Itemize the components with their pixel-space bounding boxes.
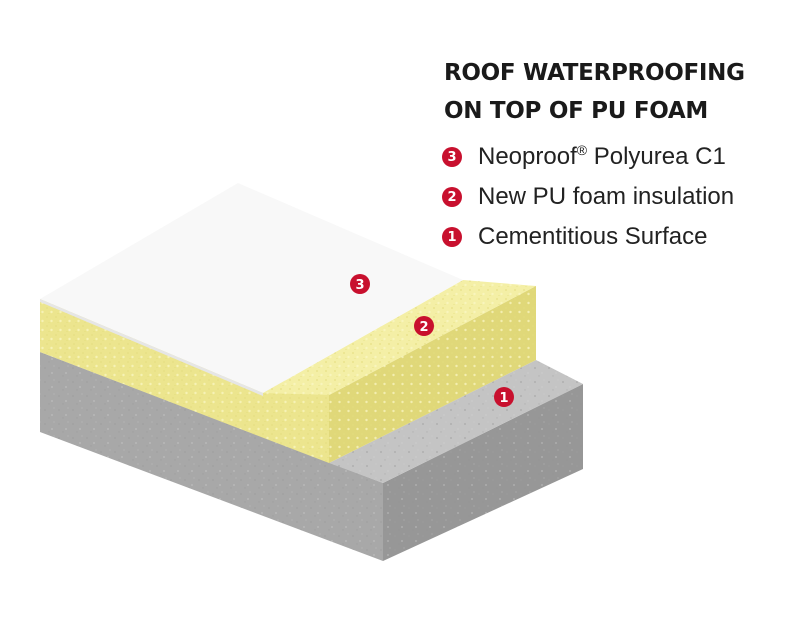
concrete-right-texture bbox=[383, 384, 583, 561]
legend-badge-3: 3 bbox=[442, 147, 462, 167]
concrete-front-texture bbox=[40, 352, 383, 561]
legend-label-polyurea-product: Polyurea C1 bbox=[587, 143, 726, 170]
layer-marker-3: 3 bbox=[350, 274, 370, 294]
diagram-title-line-1: ROOF WATERPROOFING bbox=[444, 60, 745, 86]
foam-front-texture bbox=[40, 299, 329, 463]
layer-marker-1-label: 1 bbox=[499, 391, 508, 406]
foam-top-texture bbox=[263, 280, 536, 395]
legend-item-polyurea: 3 Neoproof® Polyurea C1 bbox=[442, 137, 734, 177]
polyurea-top-face bbox=[40, 183, 463, 393]
concrete-layer bbox=[40, 352, 583, 561]
foam-right-texture bbox=[329, 286, 536, 463]
diagram-title-line-2: ON TOP OF PU FOAM bbox=[444, 98, 708, 124]
polyurea-layer bbox=[40, 183, 463, 396]
legend-item-pu-foam: 2 New PU foam insulation bbox=[442, 177, 734, 217]
polyurea-edge bbox=[40, 299, 263, 396]
foam-layer bbox=[40, 280, 536, 463]
layer-legend: 3 Neoproof® Polyurea C1 2 New PU foam in… bbox=[442, 137, 734, 257]
legend-label-cementitious: Cementitious Surface bbox=[478, 223, 708, 250]
legend-label-polyurea-brand: Neoproof bbox=[478, 143, 577, 170]
legend-badge-1: 1 bbox=[442, 227, 462, 247]
legend-badge-2: 2 bbox=[442, 187, 462, 207]
legend-label-pu-foam: New PU foam insulation bbox=[478, 183, 735, 210]
concrete-top-texture bbox=[329, 360, 583, 483]
registered-mark: ® bbox=[576, 142, 588, 158]
layer-marker-2-label: 2 bbox=[419, 320, 428, 335]
legend-label-polyurea: Neoproof® Polyurea C1 bbox=[478, 143, 726, 171]
layer-marker-3-label: 3 bbox=[355, 278, 364, 293]
layer-marker-2: 2 bbox=[414, 316, 434, 336]
layer-marker-1: 1 bbox=[494, 387, 514, 407]
legend-item-cementitious: 1 Cementitious Surface bbox=[442, 217, 734, 257]
